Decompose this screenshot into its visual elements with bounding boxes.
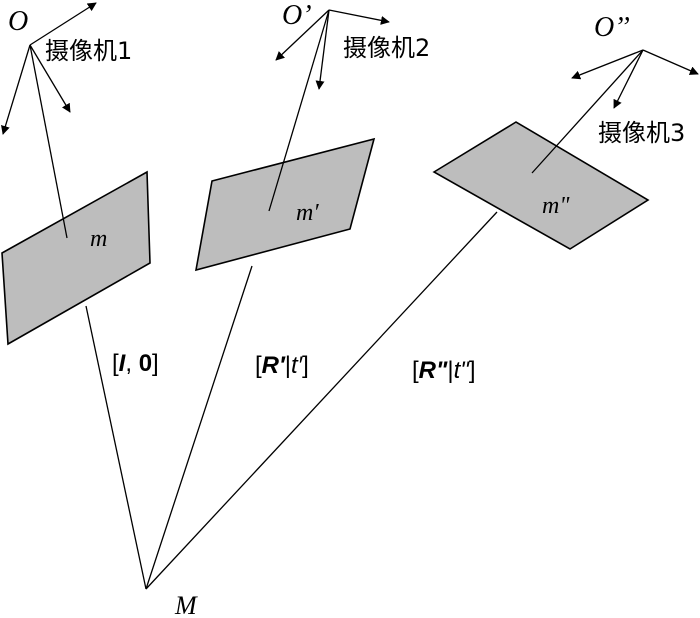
world-point-label: M bbox=[174, 591, 198, 618]
ray-m-to-plane-2 bbox=[145, 265, 253, 590]
optical-ray-2 bbox=[268, 9, 330, 212]
optical-ray-1 bbox=[29, 44, 68, 239]
image-point-2-label: m′ bbox=[296, 200, 319, 226]
camera-3-center-label: O’’ bbox=[594, 12, 630, 43]
camera-3-axes-icon bbox=[571, 49, 699, 109]
image-point-1-label: m bbox=[90, 226, 107, 252]
projection-matrix-3: [R"|t"] bbox=[412, 357, 475, 384]
optical-ray-3 bbox=[531, 49, 644, 174]
ray-m-to-plane-3 bbox=[145, 211, 498, 590]
camera-1-axes-icon bbox=[1, 2, 97, 135]
camera-1-center-label: O bbox=[8, 6, 28, 37]
image-plane-2 bbox=[194, 137, 376, 272]
projection-matrix-2: [R′|t′] bbox=[255, 352, 309, 379]
camera-3-name: 摄像机3 bbox=[598, 119, 685, 147]
camera-1-name: 摄像机1 bbox=[45, 37, 132, 65]
image-plane-3 bbox=[432, 121, 650, 250]
camera-2-name: 摄像机2 bbox=[343, 34, 430, 62]
ray-m-to-plane-1 bbox=[85, 305, 147, 590]
image-plane-1 bbox=[1, 170, 151, 346]
camera-2-axes-icon bbox=[275, 9, 390, 90]
image-point-3-label: m" bbox=[542, 193, 570, 219]
camera-2-center-label: O’ bbox=[282, 0, 312, 31]
projection-matrix-1: [I, 0] bbox=[112, 350, 159, 377]
